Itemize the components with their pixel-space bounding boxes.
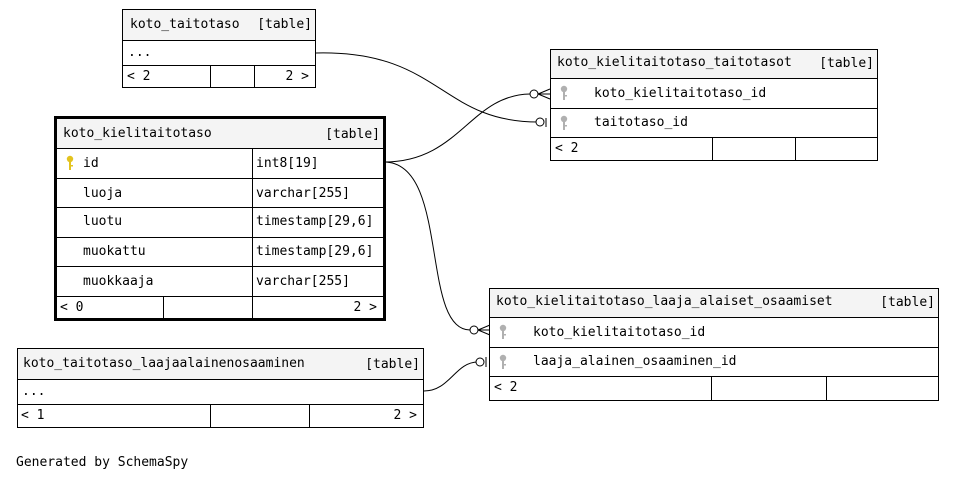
column-type: int8[19] [256, 156, 319, 171]
columns-ellipsis-row: ... [123, 41, 315, 66]
nav-parents-link[interactable]: < 2 [494, 380, 518, 395]
column-name: laaja_alainen_osaaminen_id [533, 354, 737, 369]
column-name: luotu [83, 214, 123, 229]
divider [309, 405, 310, 427]
edge-taitotaso-to-taitotasot [315, 52, 539, 123]
table-koto-kielitaitotaso-laaja-alaiset-osaamiset[interactable]: koto_kielitaitotaso_laaja_alaiset_osaami… [489, 288, 939, 401]
table-nav-row: < 2 [490, 377, 938, 400]
column-row[interactable]: laaja_alainen_osaaminen_id [490, 348, 938, 377]
table-nav-row: < 1 2 > [18, 405, 423, 427]
foreign-key-icon [560, 115, 568, 130]
divider [795, 138, 796, 160]
foreign-key-icon [499, 354, 507, 369]
column-name: muokkaaja [83, 274, 154, 289]
column-name: luoja [83, 186, 123, 201]
table-name: koto_taitotaso [130, 17, 240, 32]
nav-parents-link[interactable]: < 2 [127, 69, 151, 84]
column-row[interactable]: koto_kielitaitotaso_id [490, 318, 938, 348]
edge-optional-circle [475, 357, 485, 367]
column-type: varchar[255] [256, 274, 350, 289]
table-header[interactable]: koto_kielitaitotaso_laaja_alaiset_osaami… [490, 289, 938, 318]
column-row[interactable]: taitotaso_id [551, 109, 877, 138]
table-nav-row: < 2 2 > [123, 66, 315, 88]
table-header[interactable]: koto_kielitaitotaso [table] [57, 119, 383, 149]
column-name: id [83, 156, 99, 171]
table-type-label: [table] [257, 17, 312, 32]
column-type: varchar[255] [256, 186, 350, 201]
nav-children-link[interactable]: 2 > [285, 69, 309, 84]
column-type: timestamp[29,6] [256, 214, 374, 229]
nav-parents-link[interactable]: < 0 [60, 300, 84, 315]
table-koto-kielitaitotaso[interactable]: koto_kielitaitotaso [table] id int8[19] … [54, 116, 386, 321]
table-koto-taitotaso-laajaalainenosaaminen[interactable]: koto_taitotaso_laajaalainenosaaminen [ta… [17, 348, 424, 428]
table-name: koto_kielitaitotaso [63, 126, 212, 141]
divider [210, 405, 211, 427]
table-nav-row: < 2 [551, 138, 877, 160]
columns-ellipsis: ... [22, 384, 46, 399]
table-header[interactable]: koto_taitotaso_laajaalainenosaaminen [ta… [18, 349, 423, 380]
foreign-key-icon [499, 324, 507, 339]
divider [252, 238, 253, 266]
edge-optional-circle [535, 117, 545, 127]
column-name: muokattu [83, 244, 146, 259]
table-type-label: [table] [880, 295, 935, 310]
column-type: timestamp[29,6] [256, 244, 374, 259]
nav-parents-link[interactable]: < 2 [555, 141, 579, 156]
table-type-label: [table] [819, 56, 874, 71]
table-header[interactable]: koto_kielitaitotaso_taitotasot [table] [551, 50, 877, 79]
nav-parents-link[interactable]: < 1 [21, 408, 45, 423]
column-row[interactable]: muokkaaja varchar[255] [57, 267, 383, 297]
column-row[interactable]: koto_kielitaitotaso_id [551, 79, 877, 109]
divider [254, 66, 255, 88]
column-name: taitotaso_id [594, 115, 688, 130]
generated-by-footer: Generated by SchemaSpy [16, 455, 189, 470]
edge-kielitaitotaso-to-laaja [383, 161, 471, 331]
edge-laajaalainen-to-laaja [423, 361, 479, 392]
columns-ellipsis-row: ... [18, 380, 423, 405]
divider [826, 377, 827, 400]
table-header[interactable]: koto_taitotaso [table] [123, 10, 315, 41]
divider [252, 208, 253, 237]
table-nav-row: < 0 2 > [57, 297, 383, 318]
divider [252, 149, 253, 178]
nav-children-link[interactable]: 2 > [353, 300, 377, 315]
column-name: koto_kielitaitotaso_id [594, 86, 767, 101]
edge-kielitaitotaso-to-taitotasot [383, 93, 531, 163]
table-name: koto_taitotaso_laajaalainenosaaminen [23, 356, 305, 371]
divider [210, 66, 211, 88]
table-koto-taitotaso[interactable]: koto_taitotaso [table] ... < 2 2 > [122, 9, 316, 88]
divider [712, 138, 713, 160]
column-row[interactable]: luoja varchar[255] [57, 179, 383, 208]
divider [163, 297, 164, 318]
divider [252, 267, 253, 296]
table-koto-kielitaitotaso-taitotasot[interactable]: koto_kielitaitotaso_taitotasot [table] k… [550, 49, 878, 161]
column-row[interactable]: luotu timestamp[29,6] [57, 208, 383, 238]
edge-optional-circle [529, 89, 539, 99]
table-type-label: [table] [325, 127, 380, 142]
edge-optional-circle [469, 325, 479, 335]
column-row[interactable]: id int8[19] [57, 149, 383, 179]
column-name: koto_kielitaitotaso_id [533, 325, 706, 340]
edge-crow-foot [536, 88, 551, 100]
primary-key-icon [66, 155, 74, 170]
columns-ellipsis: ... [128, 45, 152, 60]
table-type-label: [table] [365, 357, 420, 372]
column-row[interactable]: muokattu timestamp[29,6] [57, 238, 383, 267]
divider [711, 377, 712, 400]
table-name: koto_kielitaitotaso_laaja_alaiset_osaami… [496, 294, 833, 309]
table-name: koto_kielitaitotaso_taitotasot [557, 55, 792, 70]
foreign-key-icon [560, 85, 568, 100]
divider [252, 297, 253, 318]
divider [252, 179, 253, 207]
nav-children-link[interactable]: 2 > [393, 408, 417, 423]
